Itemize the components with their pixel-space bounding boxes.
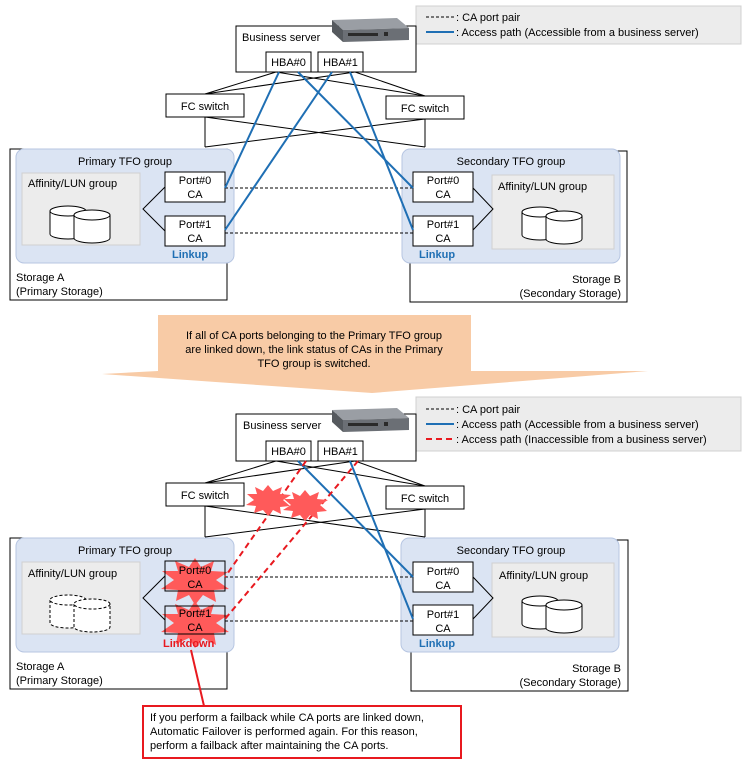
port0-line2: CA	[187, 189, 203, 201]
fc-switch-right: FC switch	[401, 493, 449, 505]
port0-line2: CA	[187, 579, 203, 591]
arrow-text-line1: If all of CA ports belonging to the Prim…	[186, 330, 442, 342]
bottom-access-ok-paths	[297, 460, 414, 620]
port0-line1: Port#0	[427, 175, 459, 187]
disk-icon	[521, 595, 583, 634]
bottom-section: : CA port pair : Access path (Accessible…	[9, 396, 742, 759]
port1-line2: CA	[187, 622, 203, 634]
business-server: Business server HBA#0 HBA#1	[235, 408, 417, 462]
hba1-label: HBA#1	[323, 446, 358, 458]
note-line2: Automatic Failover is performed again. F…	[150, 726, 418, 738]
top-legend: : CA port pair : Access path (Accessible…	[415, 5, 742, 45]
cable-failure-burst-icon	[283, 490, 328, 521]
linkdown-burst-icon	[161, 601, 229, 648]
hba0-label: HBA#0	[271, 446, 306, 458]
top-access-paths	[224, 71, 414, 231]
storage-a-line2: (Primary Storage)	[16, 286, 103, 298]
storage-a-line1: Storage A	[16, 272, 65, 284]
linkdown-burst-icon	[161, 558, 229, 605]
storage-b-line1: Storage B	[572, 663, 621, 675]
arrow-text-line3: TFO group is switched.	[257, 358, 370, 370]
storage-b-line2: (Secondary Storage)	[520, 677, 622, 689]
linkup-label-right: Linkup	[419, 249, 455, 261]
storage-b-bottom: Secondary TFO group Affinity/LUN group P…	[400, 537, 629, 692]
arrow-text-line2: are linked down, the link status of CAs …	[185, 344, 443, 356]
top-section: : CA port pair : Access path (Accessible…	[9, 5, 742, 303]
fc-switch-left: FC switch	[181, 490, 229, 502]
storage-b-top: Secondary TFO group Affinity/LUN group P…	[401, 148, 628, 303]
primary-group-title: Primary TFO group	[78, 545, 172, 557]
storage-a-top: Primary TFO group Affinity/LUN group Por…	[9, 148, 235, 301]
legend-access-ng: : Access path (Inaccessible from a busin…	[456, 434, 707, 446]
storage-b-line1: Storage B	[572, 274, 621, 286]
linkup-label-left: Linkup	[172, 249, 208, 261]
hba0-label: HBA#0	[271, 57, 306, 69]
port1-line1: Port#1	[427, 609, 459, 621]
fc-switch-right: FC switch	[401, 103, 449, 115]
storage-a-line2: (Primary Storage)	[16, 675, 103, 687]
port0-line1: Port#0	[179, 175, 211, 187]
affinity-label-right: Affinity/LUN group	[499, 570, 588, 582]
server-label: Business server	[243, 420, 322, 432]
port1-line1: Port#1	[179, 219, 211, 231]
business-server: Business server HBA#0 HBA#1	[235, 18, 417, 73]
storage-a-line1: Storage A	[16, 661, 65, 673]
port0-line2: CA	[435, 580, 451, 592]
note-line3: perform a failback after maintaining the…	[150, 740, 388, 752]
server-icon	[332, 18, 409, 42]
linkdown-label: Linkdown	[163, 638, 215, 650]
bottom-fc-cabling	[204, 460, 426, 538]
failback-note: If you perform a failback while CA ports…	[142, 705, 462, 759]
secondary-group-title: Secondary TFO group	[457, 545, 566, 557]
port0-line2: CA	[435, 189, 451, 201]
disk-icon	[49, 205, 111, 244]
bottom-access-ng-paths	[224, 460, 359, 620]
legend-ca-pair: : CA port pair	[456, 12, 521, 24]
port1-line2: CA	[187, 233, 203, 245]
bottom-legend: : CA port pair : Access path (Accessible…	[415, 396, 742, 452]
disk-icon	[521, 206, 583, 245]
affinity-label-left: Affinity/LUN group	[28, 178, 117, 190]
storage-b-line2: (Secondary Storage)	[520, 288, 622, 300]
storage-a-bottom: Primary TFO group Affinity/LUN group Por…	[9, 537, 235, 690]
note-pointer	[190, 649, 205, 707]
linkup-label-right: Linkup	[419, 638, 455, 650]
port0-line1: Port#0	[427, 566, 459, 578]
primary-group-title: Primary TFO group	[78, 156, 172, 168]
transition-arrow: If all of CA ports belonging to the Prim…	[102, 315, 648, 393]
affinity-label-right: Affinity/LUN group	[498, 181, 587, 193]
affinity-label-left: Affinity/LUN group	[28, 568, 117, 580]
port1-line2: CA	[435, 623, 451, 635]
port1-line2: CA	[435, 233, 451, 245]
port0-line1: Port#0	[179, 565, 211, 577]
legend-access-ok: : Access path (Accessible from a busines…	[456, 419, 699, 431]
cable-failure-burst-icon	[246, 485, 291, 516]
legend-access-ok: : Access path (Accessible from a busines…	[456, 27, 699, 39]
server-icon	[332, 408, 409, 432]
note-line1: If you perform a failback while CA ports…	[150, 712, 424, 724]
port1-line1: Port#1	[179, 608, 211, 620]
legend-ca-pair: : CA port pair	[456, 404, 521, 416]
secondary-group-title: Secondary TFO group	[457, 156, 566, 168]
disk-icon	[49, 594, 111, 633]
server-label: Business server	[242, 32, 321, 44]
hba1-label: HBA#1	[323, 57, 358, 69]
fc-switch-left: FC switch	[181, 101, 229, 113]
port1-line1: Port#1	[427, 219, 459, 231]
